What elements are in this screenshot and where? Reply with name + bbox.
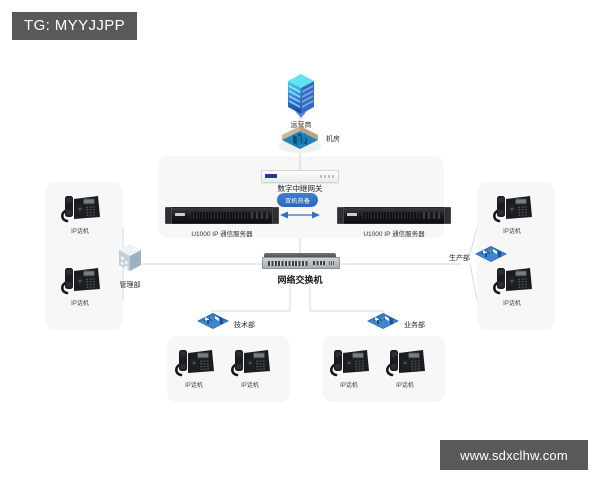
gateway-brand-mark <box>265 174 277 178</box>
ip-phone-label: IP话机 <box>241 383 259 389</box>
office-building-icon <box>117 237 143 278</box>
server-drive-bays <box>423 212 441 219</box>
ip-phone-node: IP话机 <box>383 344 427 389</box>
ip-phone-node: IP话机 <box>58 262 102 307</box>
ip-phone-icon <box>58 262 102 296</box>
gateway-label: 数字中继网关 <box>277 184 323 193</box>
network-switch-node: 网络交换机 <box>262 253 340 286</box>
department-node-tech: 技术部 <box>196 310 255 339</box>
ip-phone-label: IP话机 <box>503 229 521 235</box>
server-room-icon <box>277 124 323 154</box>
department-label-tech: 技术部 <box>234 321 255 329</box>
ip-phone-label: IP话机 <box>503 301 521 307</box>
gateway-port-dots <box>320 175 334 178</box>
machine-room-label: 机房 <box>326 136 340 143</box>
switch-front-face <box>262 257 340 269</box>
switch-port-bank-1 <box>268 260 308 266</box>
department-label-mgmt: 管理部 <box>119 282 141 289</box>
ip-phone-label: IP话机 <box>396 383 414 389</box>
server-vents <box>190 212 250 219</box>
ip-phone-node: IP话机 <box>490 190 534 235</box>
department-node-biz: 业务部 <box>366 310 425 339</box>
switch-top-face <box>264 253 336 258</box>
ip-phone-label: IP话机 <box>185 383 203 389</box>
ha-status-badge: 双机热备 <box>277 193 319 207</box>
rack-ear-right <box>444 207 451 224</box>
ip-phone-node: IP话机 <box>228 344 272 389</box>
rack-ear-right <box>272 207 279 224</box>
server-rack-icon <box>165 207 279 224</box>
department-node-mgmt: 管理部 <box>117 237 143 290</box>
ip-phone-node: IP话机 <box>58 190 102 235</box>
rack-ear-left <box>337 207 344 224</box>
ip-phone-node: IP话机 <box>172 344 216 389</box>
ip-phone-icon <box>490 262 534 296</box>
department-label-prod: 生产部 <box>449 254 470 262</box>
ip-phone-icon <box>172 344 216 378</box>
gateway-node: 数字中继网关 <box>261 170 339 193</box>
server-label-left: U1000 IP 通信服务器 <box>191 231 253 238</box>
tg-watermark-tag: TG: MYYJJPP <box>12 12 138 40</box>
datacenter-tower-icon <box>284 72 318 120</box>
ip-phone-icon <box>383 344 427 378</box>
ip-phone-icon <box>228 344 272 378</box>
factory-icon <box>366 310 400 339</box>
server-node-right: U1000 IP 通信服务器 <box>337 207 451 238</box>
ip-phone-node: IP话机 <box>490 262 534 307</box>
machine-room-node: 机房 <box>277 124 340 154</box>
site-watermark: www.sdxclhw.com <box>440 440 588 470</box>
server-logo <box>175 213 185 216</box>
network-switch-icon <box>262 253 340 269</box>
server-node-left: U1000 IP 通信服务器 <box>165 207 279 238</box>
server-vents <box>362 212 422 219</box>
ip-phone-label: IP话机 <box>340 383 358 389</box>
factory-icon <box>474 243 508 272</box>
server-drive-bays <box>251 212 269 219</box>
switch-port-bank-2 <box>313 261 325 265</box>
ip-phone-icon <box>327 344 371 378</box>
switch-leds <box>329 261 335 265</box>
ip-phone-icon <box>490 190 534 224</box>
factory-icon <box>196 310 230 339</box>
ip-phone-label: IP话机 <box>71 301 89 307</box>
rack-ear-left <box>165 207 172 224</box>
network-switch-label: 网络交换机 <box>277 275 323 285</box>
server-rack-icon <box>337 207 451 224</box>
ip-phone-icon <box>58 190 102 224</box>
server-logo <box>347 213 357 216</box>
ip-phone-label: IP话机 <box>71 229 89 235</box>
ip-phone-node: IP话机 <box>327 344 371 389</box>
gateway-appliance-icon <box>261 170 339 183</box>
server-label-right: U1000 IP 通信服务器 <box>363 231 425 238</box>
carrier-node: 运营商 <box>281 72 321 130</box>
carrier-label: 运营商 <box>290 122 312 129</box>
department-label-biz: 业务部 <box>404 321 425 329</box>
department-node-prod: 生产部 <box>449 243 508 272</box>
